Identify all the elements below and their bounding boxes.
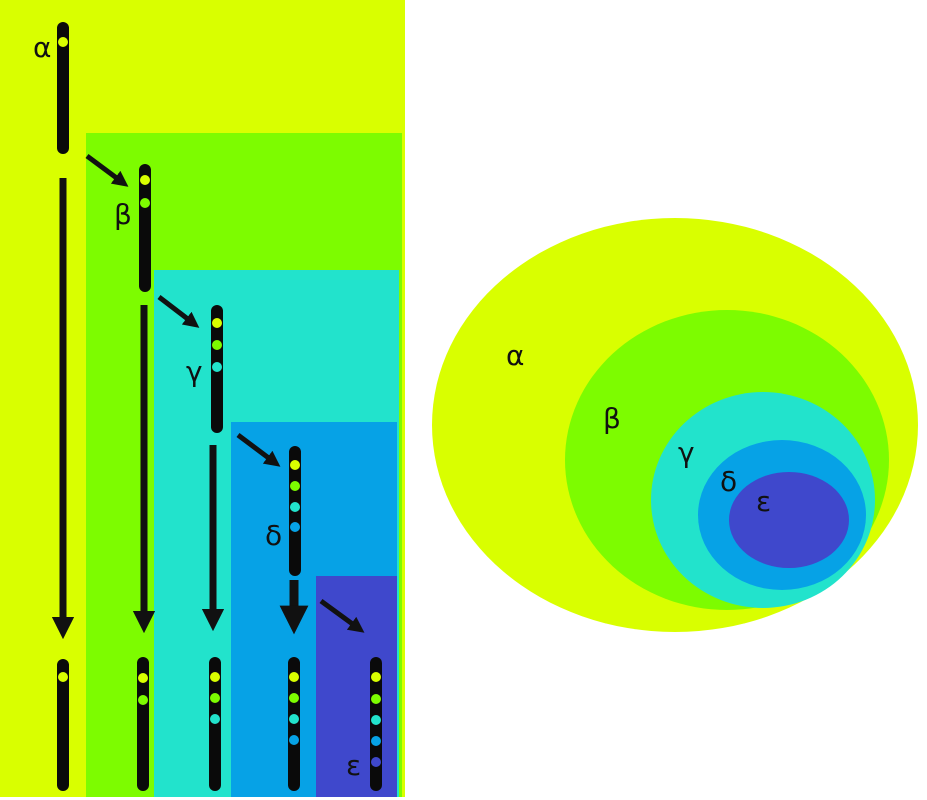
clone-box-epsilon xyxy=(316,576,397,797)
chromosome-delta-initial xyxy=(289,446,301,576)
chromosome-alpha-initial xyxy=(57,22,69,154)
label-epsilon: ε xyxy=(346,749,361,782)
chromosomes xyxy=(57,22,382,791)
emergence-arrows xyxy=(85,153,365,633)
venn-label-gamma: γ xyxy=(678,436,695,469)
chromosome-epsilon-final xyxy=(370,657,382,791)
nested-ellipse-panel: α β γ δ ε xyxy=(432,218,918,632)
chromosome-delta-final xyxy=(288,657,300,791)
ellipse-epsilon xyxy=(729,472,849,568)
label-beta: β xyxy=(114,198,132,231)
venn-label-beta: β xyxy=(603,402,621,435)
chromosome-alpha-final xyxy=(57,659,69,791)
venn-label-delta: δ xyxy=(720,465,737,498)
emergence-arrow-delta xyxy=(236,433,281,467)
chromosome-gamma-initial xyxy=(211,305,223,433)
chromosome-beta-initial xyxy=(139,164,151,292)
label-alpha: α xyxy=(33,31,51,64)
lineage-labels: α β γ δ ε xyxy=(33,31,361,782)
time-arrows xyxy=(51,178,309,640)
label-delta: δ xyxy=(265,519,282,552)
venn-label-epsilon: ε xyxy=(756,485,771,518)
chromosome-gamma-final xyxy=(209,657,221,791)
venn-label-alpha: α xyxy=(506,339,524,372)
emergence-arrow-gamma xyxy=(157,295,200,328)
emergence-arrow-beta xyxy=(85,153,129,187)
label-gamma: γ xyxy=(186,355,203,388)
emergence-arrow-epsilon xyxy=(319,598,365,633)
lineage-panel xyxy=(0,0,405,797)
chromosome-beta-final xyxy=(137,657,149,791)
